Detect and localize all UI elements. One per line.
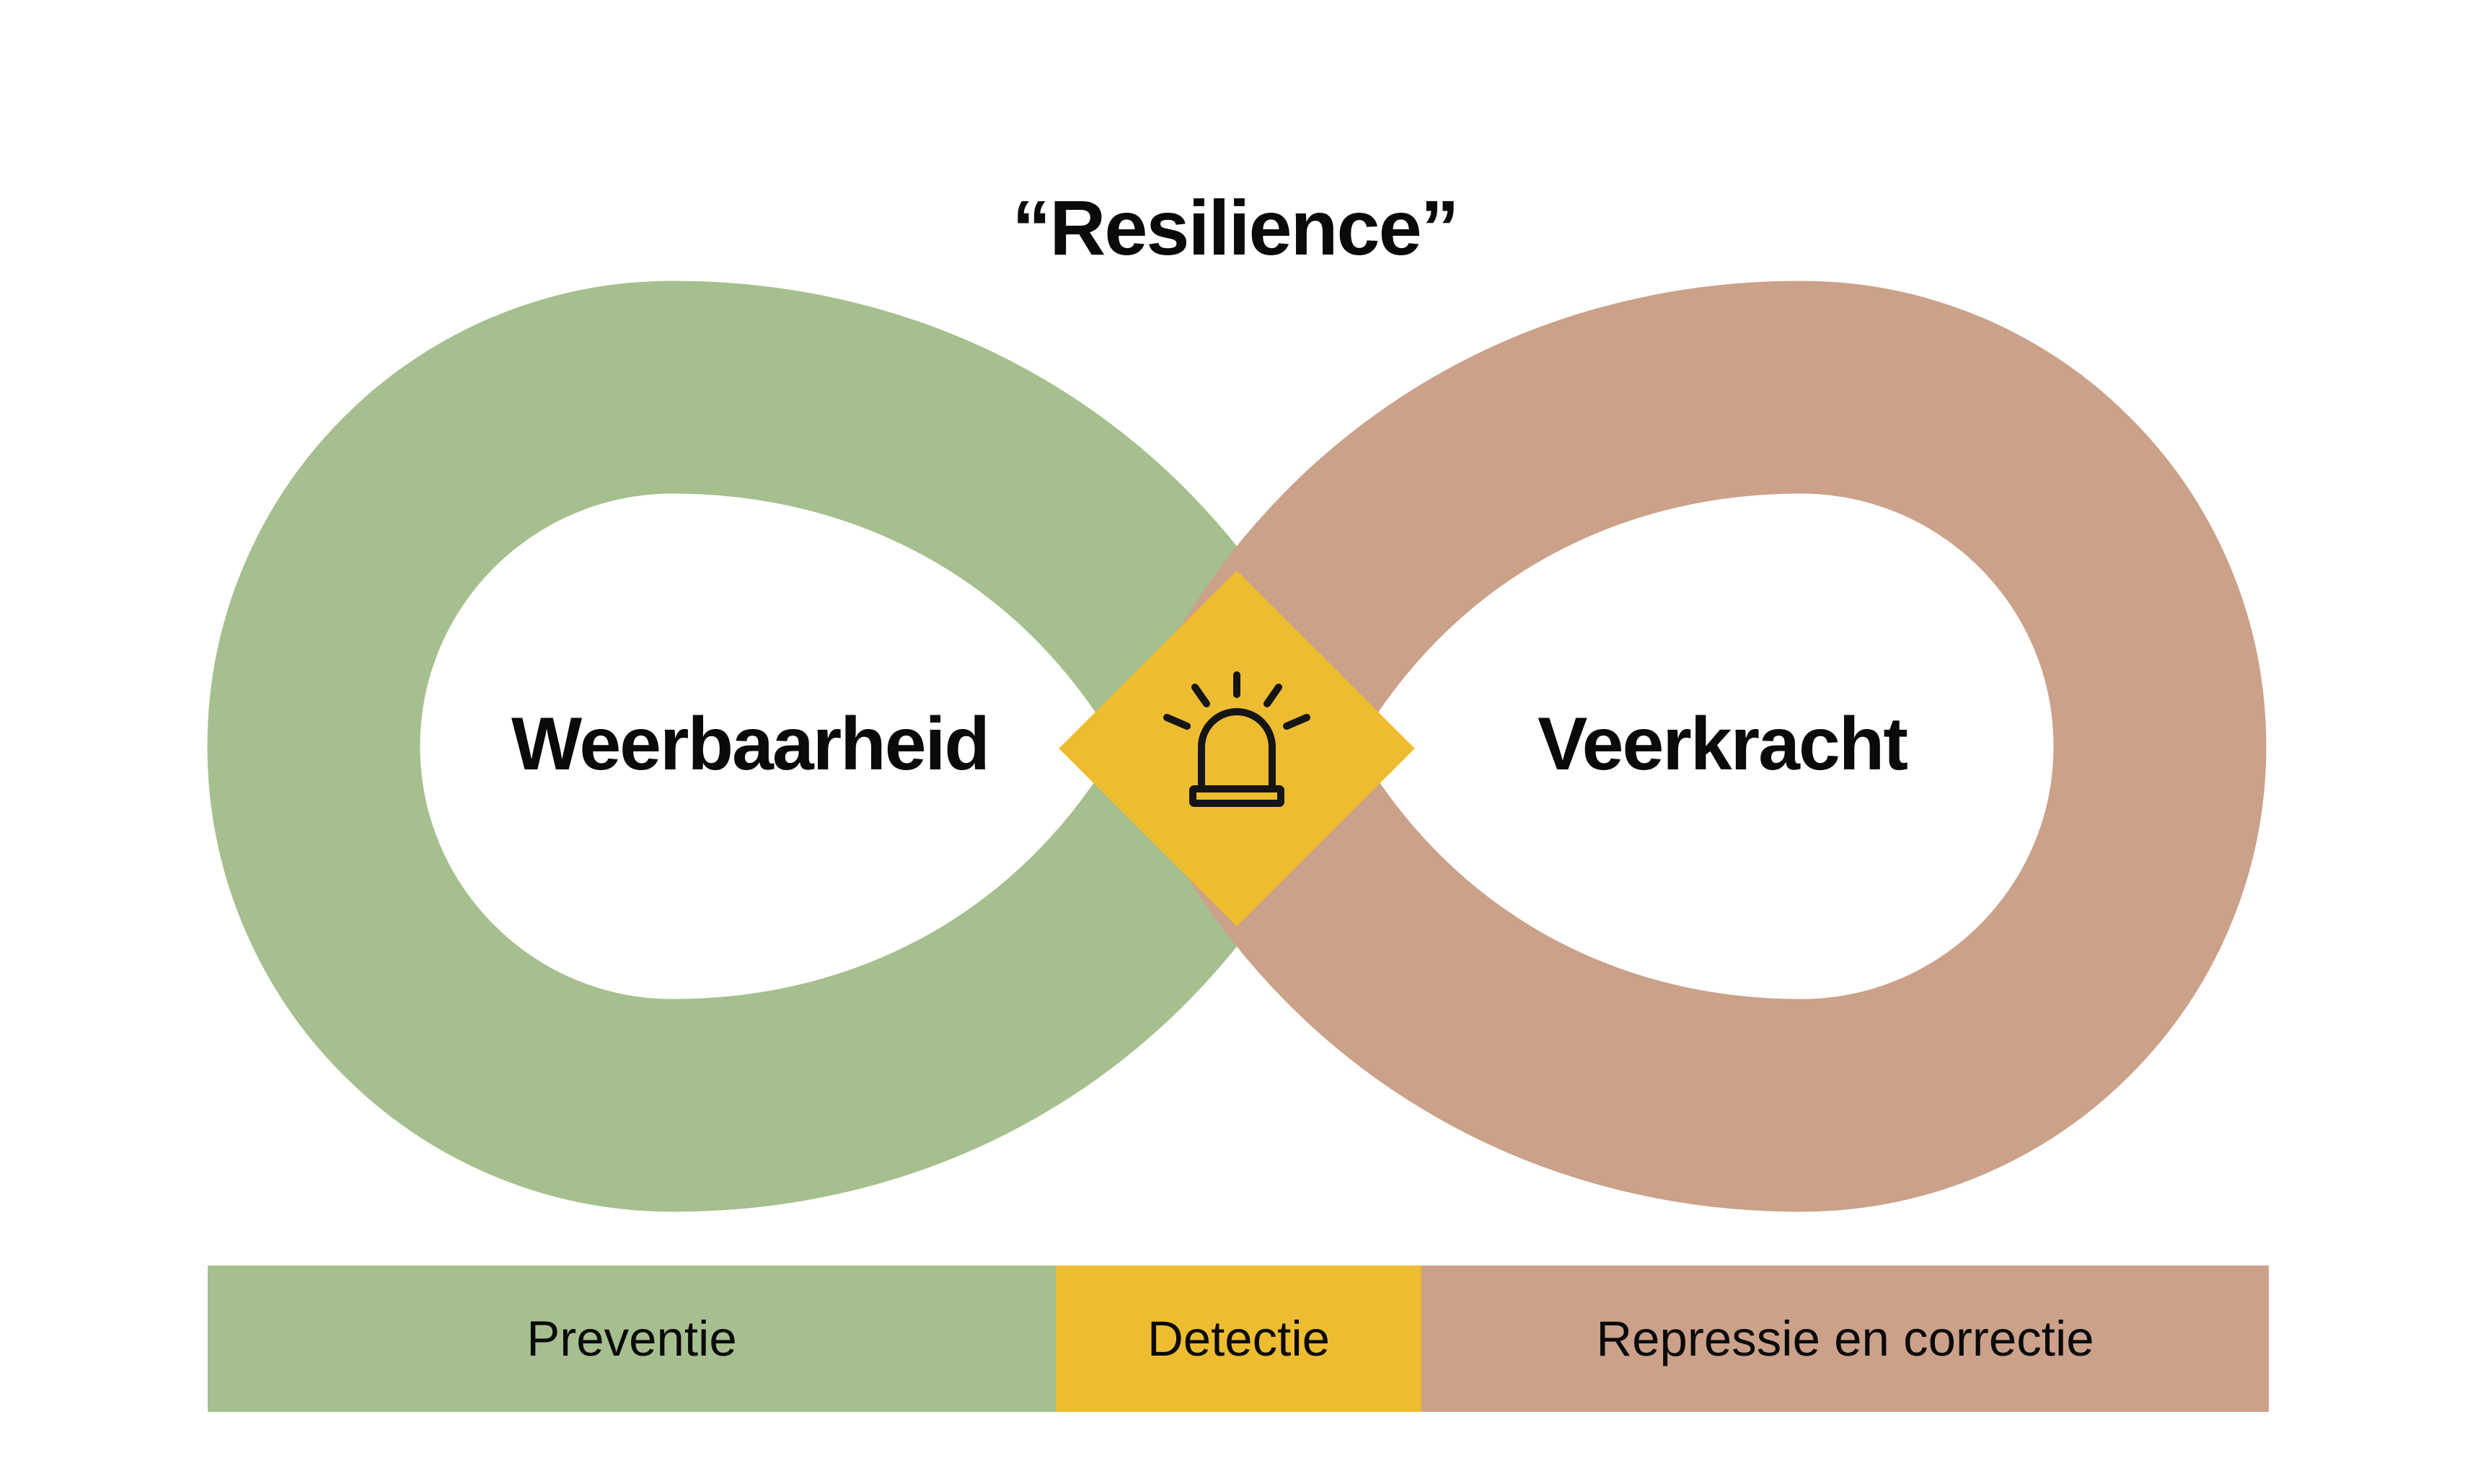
left-loop-ring — [207, 281, 1344, 1212]
center-diamond — [1059, 570, 1415, 927]
right-loop-ring — [1130, 281, 2267, 1212]
phase-bar: Preventie Detectie Repressie en correcti… — [208, 1266, 2269, 1412]
siren-ray-right — [1283, 714, 1310, 730]
siren-ray-upper-left — [1191, 684, 1210, 707]
phase-segment-detectie: Detectie — [1056, 1266, 1421, 1412]
left-loop-label: Weerbaarheid — [511, 702, 990, 786]
phase-segment-label: Preventie — [526, 1311, 737, 1366]
siren-dome — [1198, 708, 1276, 785]
siren-alarm-icon — [1163, 671, 1310, 807]
phase-segment-label: Detectie — [1147, 1311, 1331, 1366]
siren-base — [1189, 785, 1284, 807]
phase-segment-repressie: Repressie en correctie — [1421, 1266, 2269, 1412]
phase-segment-label: Repressie en correctie — [1596, 1311, 2094, 1366]
right-loop-label: Veerkracht — [1538, 702, 1908, 786]
page-title: “Resilience” — [1012, 184, 1459, 271]
phase-segment-preventie: Preventie — [208, 1266, 1056, 1412]
siren-ray-upper-right — [1263, 684, 1282, 707]
siren-ray-left — [1163, 714, 1191, 730]
